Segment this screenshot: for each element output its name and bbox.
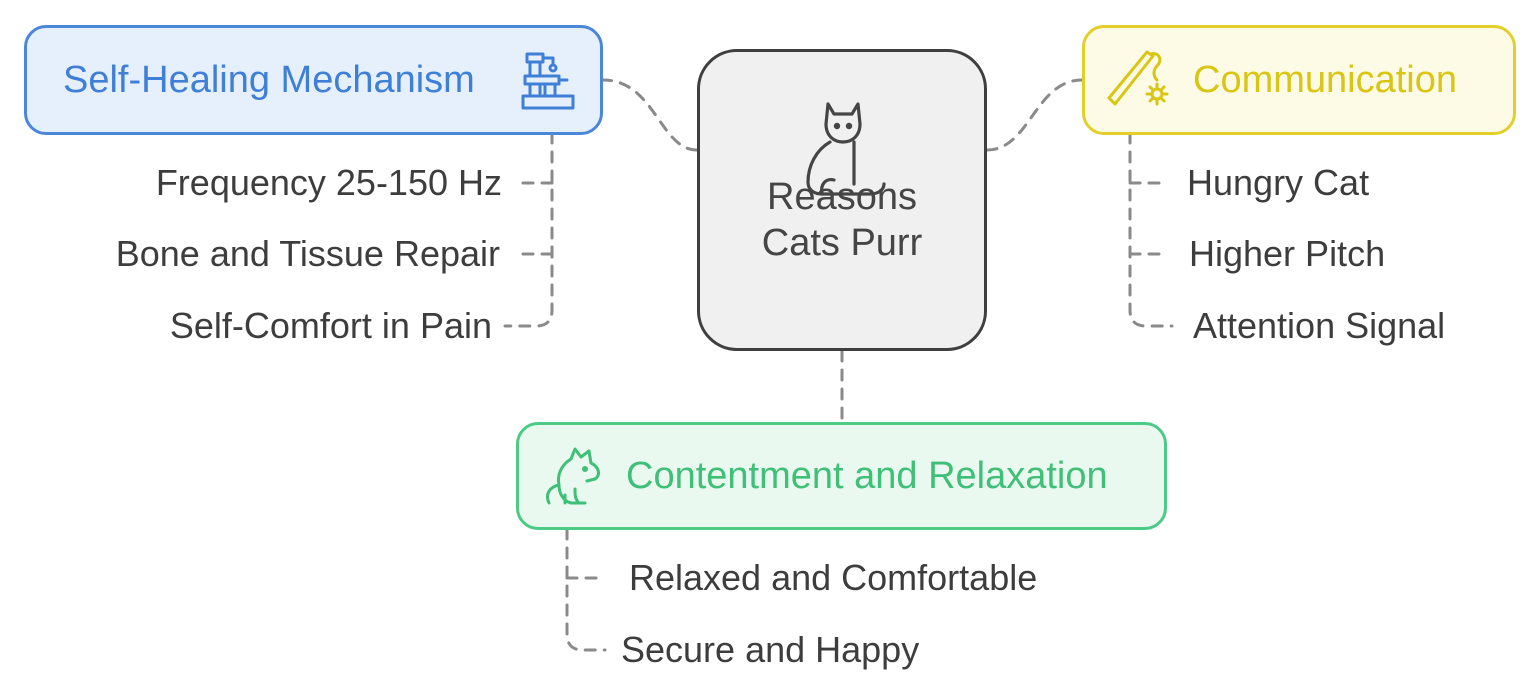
leaf-communication-higher-pitch: Higher Pitch <box>1189 233 1386 274</box>
connector-contentment-trunk <box>565 527 607 652</box>
leaf-healing-self-comfort: Self-Comfort in Pain <box>169 305 492 346</box>
center-title: Reasons Cats Purr <box>761 176 923 264</box>
branch-title-communication: Communication <box>1193 59 1457 101</box>
branch-title-healing: Self-Healing Mechanism <box>63 59 475 101</box>
leaf-healing-bone-tissue-repair: Bone and Tissue Repair <box>115 233 500 274</box>
sitting-cat-icon <box>806 102 886 196</box>
branch-title-contentment: Contentment and Relaxation <box>626 455 1108 497</box>
leaf-contentment-secure: Secure and Happy <box>621 629 920 670</box>
leaf-communication-hungry-cat: Hungry Cat <box>1187 162 1370 203</box>
branch-node-healing: Self-Healing Mechanism <box>24 25 603 135</box>
leaf-healing-frequency: Frequency 25-150 Hz <box>155 162 502 203</box>
cat-face-icon <box>545 447 600 505</box>
connector-center-healing <box>601 78 699 152</box>
branch-node-contentment: Contentment and Relaxation <box>516 422 1167 530</box>
leaf-communication-attention-signal: Attention Signal <box>1193 305 1446 346</box>
branch-node-communication: Communication <box>1082 25 1516 135</box>
connector-healing-trunk <box>503 131 554 328</box>
leaf-contentment-relaxed: Relaxed and Comfortable <box>629 557 1038 598</box>
cat-tree-icon <box>521 52 575 110</box>
center-node: Reasons Cats Purr <box>697 49 987 351</box>
connector-center-communication <box>985 78 1084 152</box>
connector-communication-trunk <box>1128 131 1174 328</box>
feather-wand-toy-icon <box>1107 50 1169 106</box>
